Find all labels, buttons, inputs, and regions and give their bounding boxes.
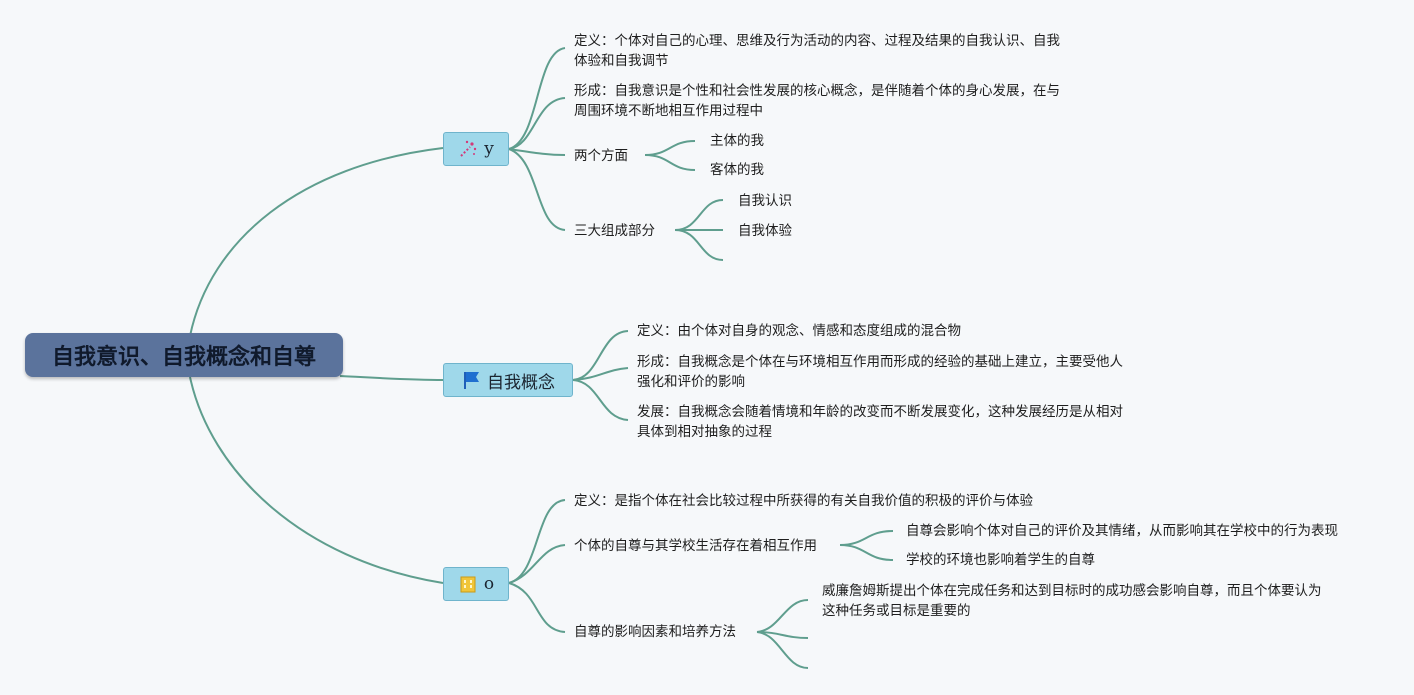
leaf-topic[interactable]: 威廉詹姆斯提出个体在完成任务和达到目标时的成功感会影响自尊，而且个体要认为这种任… xyxy=(822,583,1322,619)
connector xyxy=(189,376,444,584)
connector xyxy=(508,499,566,584)
leaf-topic[interactable]: 形成：自我概念是个体在与环境相互作用而形成的经验的基础上建立，主要受他人强化和评… xyxy=(637,354,1123,390)
leaf-topic[interactable]: 自我认识 xyxy=(738,193,792,209)
sparkle-icon xyxy=(458,139,478,159)
leaf-topic[interactable]: 学校的环境也影响着学生的自尊 xyxy=(906,552,1095,568)
connector xyxy=(508,47,566,150)
branch-topic-label: y xyxy=(484,139,494,159)
building-icon xyxy=(458,574,478,594)
connector xyxy=(339,375,444,381)
branch-topic-1[interactable]: y xyxy=(443,132,509,166)
connector xyxy=(572,367,629,381)
connector xyxy=(572,330,629,381)
connector xyxy=(756,599,809,633)
leaf-topic[interactable]: 定义：由个体对自身的观念、情感和态度组成的混合物 xyxy=(637,323,961,339)
leaf-topic[interactable]: 主体的我 xyxy=(710,133,764,149)
connector xyxy=(508,148,566,231)
leaf-topic[interactable]: 自尊会影响个体对自己的评价及其情绪，从而影响其在学校中的行为表现 xyxy=(906,523,1338,539)
leaf-topic[interactable]: 三大组成部分 xyxy=(574,223,655,239)
leaf-topic[interactable]: 发展：自我概念会随着情境和年龄的改变而不断发展变化，这种发展经历是从相对具体到相… xyxy=(637,404,1123,440)
branch-topic-label: 自我概念 xyxy=(487,372,555,393)
connector xyxy=(674,229,724,261)
branch-topic-label: o xyxy=(483,574,495,594)
connector xyxy=(508,544,566,584)
branch-topic-3[interactable]: o xyxy=(443,567,509,601)
connector xyxy=(572,379,629,421)
leaf-topic[interactable]: 定义：是指个体在社会比较过程中所获得的有关自我价值的积极的评价与体验 xyxy=(574,493,1033,509)
connector xyxy=(508,582,566,633)
leaf-topic[interactable]: 个体的自尊与其学校生活存在着相互作用 xyxy=(574,538,817,554)
connector xyxy=(756,631,809,669)
connector xyxy=(839,530,894,546)
root-topic-label: 自我意识、自我概念和自尊 xyxy=(51,345,316,370)
leaf-topic[interactable]: 两个方面 xyxy=(574,148,628,164)
connector xyxy=(508,148,566,156)
flag-icon xyxy=(461,370,481,390)
leaf-topic[interactable]: 定义：个体对自己的心理、思维及行为活动的内容、过程及结果的自我认识、自我体验和自… xyxy=(574,33,1060,69)
leaf-topic[interactable]: 自我体验 xyxy=(738,223,792,239)
leaf-topic[interactable]: 客体的我 xyxy=(710,162,764,178)
root-topic[interactable]: 自我意识、自我概念和自尊 xyxy=(25,333,343,377)
connector xyxy=(644,140,696,156)
connector xyxy=(674,199,724,231)
connector xyxy=(644,154,696,171)
branch-topic-2[interactable]: 自我概念 xyxy=(443,363,573,397)
leaf-topic[interactable]: 形成：自我意识是个性和社会性发展的核心概念，是伴随着个体的身心发展，在与周围环境… xyxy=(574,83,1060,119)
leaf-topic[interactable]: 自尊的影响因素和培养方法 xyxy=(574,624,736,640)
connector xyxy=(839,544,894,561)
connector xyxy=(189,147,444,337)
connector xyxy=(508,97,566,150)
